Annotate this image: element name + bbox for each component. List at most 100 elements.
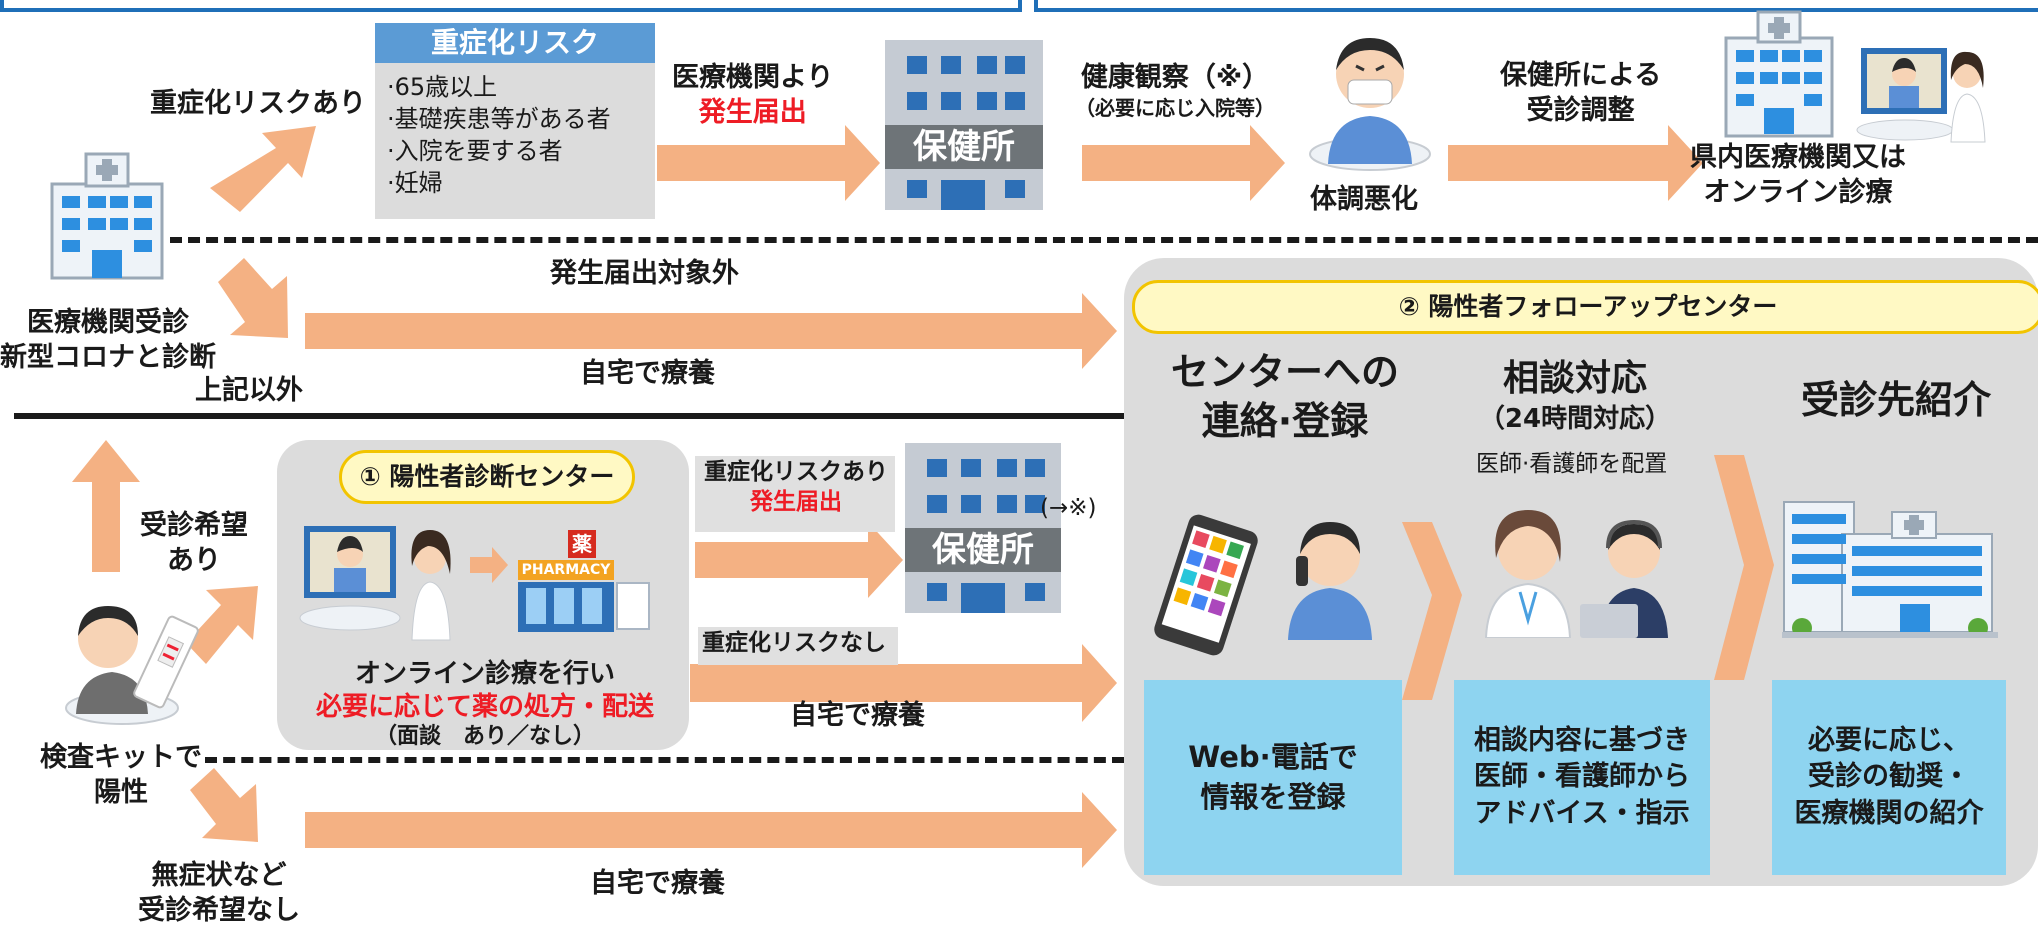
arrow-kit-down	[190, 768, 258, 842]
pharmacy-icon: 薬 PHARMACY	[518, 530, 650, 634]
arrow-kit-to-center1	[186, 586, 258, 664]
risk-yes-mid: 重症化リスクあり	[704, 459, 888, 485]
kit-label: 検査キットで 陽性	[40, 740, 202, 810]
arrow-center1-to-hokenjo	[695, 522, 903, 598]
report-mid: 発生届出	[750, 488, 842, 515]
health-center-building-mid-icon: 保健所	[905, 443, 1061, 613]
top-left-frame	[0, 0, 1022, 12]
risk-box-list: ·65歳以上 ·基礎疾患等がある者 ·入院を要する者 ·妊婦	[375, 63, 655, 199]
consult-line1: 相談内容に基づき	[1474, 724, 1690, 756]
diagnosis-center-desc: オンライン診療を行い 必要に応じて薬の処方・配送 （面談 あり／なし）	[300, 658, 670, 751]
online-consult-icon	[299, 526, 451, 641]
smartphone-icon	[1154, 514, 1258, 656]
chevron-1	[1402, 522, 1462, 700]
risk-no-bg	[698, 627, 898, 665]
col2-line1: 相談対応	[1502, 358, 1647, 399]
home-label-2: 自宅で療養	[790, 700, 925, 731]
arrow-clinic-down	[218, 258, 288, 338]
online-doctor-icon	[1856, 48, 1986, 143]
divider-dashed-bottom	[205, 757, 1124, 763]
hospital-icon	[1724, 10, 1834, 138]
report-from-clinic: 医療機関より	[672, 62, 834, 93]
col1-title: センターへの 連絡·登録	[1160, 348, 1410, 447]
destination-line2: オンライン診療	[1703, 177, 1893, 209]
arrow-report-top	[657, 125, 880, 201]
health-center-sign-mid: 保健所	[905, 528, 1061, 572]
destination-line1: 県内医療機関又は	[1690, 142, 1906, 173]
health-center-sign: 保健所	[885, 125, 1043, 169]
risk-yes-mid-bg	[695, 456, 895, 532]
want-label: 受診希望 あり	[140, 508, 248, 578]
col1-line1: センターへの	[1170, 350, 1399, 394]
risk-item: ·基礎疾患等がある者	[387, 105, 611, 133]
doctor-icon	[1484, 510, 1572, 638]
register-line2: 情報を登録	[1200, 779, 1346, 814]
col2-sub: 医師·看護師を配置	[1476, 451, 1668, 477]
divider-solid-middle	[14, 413, 1124, 419]
observe-text: 健康観察（※）	[1080, 62, 1270, 93]
health-center-building-icon: 保健所	[885, 40, 1043, 210]
coordination-line2: 受診調整	[1526, 95, 1635, 127]
coordination-line1: 保健所による	[1500, 60, 1662, 91]
col3-title: 受診先紹介	[1800, 378, 1991, 422]
other-label: 上記以外	[195, 375, 303, 406]
col1-line2: 連絡·登録	[1201, 399, 1369, 444]
register-box: Web·電話で 情報を登録	[1144, 680, 1402, 875]
arrow-coordination	[1448, 125, 1703, 201]
worse-label: 体調悪化	[1310, 184, 1418, 215]
referral-box: 必要に応じ、 受診の勧奨・ 医療機関の紹介	[1772, 680, 2006, 875]
operator-icon	[1580, 519, 1668, 638]
no-symptom-label: 無症状など 受診希望なし	[138, 858, 300, 928]
want-line1: 受診希望	[140, 510, 248, 541]
small-arrow-to-pharmacy	[470, 547, 508, 583]
divider-dashed-top	[170, 237, 2038, 243]
referral-line1: 必要に応じ、	[1808, 724, 1970, 756]
want-line2: あり	[167, 545, 221, 577]
referral-line2: 受診の勧奨・	[1808, 761, 1970, 793]
risk-item: ·65歳以上	[387, 73, 498, 101]
kit-line1: 検査キットで	[40, 742, 202, 773]
arrow-clinic-to-risk	[210, 126, 316, 212]
top-right-frame	[1034, 0, 2038, 12]
reference-mark: (→※)	[1040, 495, 1097, 521]
register-line1: Web·電話で	[1188, 740, 1358, 775]
arrow-home-2	[690, 644, 1117, 722]
desc-line3: （面談 あり／なし）	[374, 724, 595, 749]
clinic-icon	[50, 152, 164, 280]
arrow-kit-up	[72, 440, 140, 572]
not-target-label: 発生届出対象外	[550, 258, 739, 289]
coordination-label: 保健所による 受診調整	[1500, 58, 1661, 128]
diagnosis-center-title: ① 陽性者診断センター	[339, 450, 635, 504]
observe-label: 健康観察（※） （必要に応じ入院等）	[1075, 60, 1275, 121]
risk-yes-mid-label: 重症化リスクあり 発生届出	[698, 458, 894, 518]
kit-line2: 陽性	[94, 777, 148, 809]
observe-sub: （必要に応じ入院等）	[1075, 96, 1275, 121]
risk-box: 重症化リスク ·65歳以上 ·基礎疾患等がある者 ·入院を要する者 ·妊婦	[375, 23, 655, 219]
consult-box: 相談内容に基づき 医師・看護師から アドバイス・指示	[1454, 680, 1710, 875]
risk-no-label: 重症化リスクなし	[702, 630, 886, 656]
followup-center-title: ② 陽性者フォローアップセンター	[1132, 280, 2038, 334]
arrow-observe	[1082, 125, 1285, 201]
sick-person-icon	[1309, 38, 1431, 171]
pharmacy-sign: PHARMACY	[518, 560, 614, 580]
chevron-2	[1714, 455, 1774, 680]
consult-line2: 医師・看護師から	[1474, 761, 1690, 793]
report-label-top: 発生届出	[698, 97, 807, 129]
no-symptom-line2: 受診希望なし	[138, 895, 300, 927]
risk-item: ·入院を要する者	[387, 137, 563, 165]
desc-line2: 必要に応じて薬の処方・配送	[315, 691, 654, 722]
no-symptom-line1: 無症状など	[151, 860, 287, 891]
home-label-1: 自宅で療養	[580, 358, 715, 389]
arrow-home-3	[305, 792, 1117, 868]
clinic-line2: 新型コロナと診断	[0, 342, 216, 374]
caller-person-icon	[1288, 522, 1372, 640]
clinic-line1: 医療機関受診	[27, 307, 189, 338]
arrow-home-1	[305, 293, 1117, 369]
col2-title: 相談対応 （24時間対応）	[1450, 356, 1700, 437]
report-from-clinic-label: 医療機関より 発生届出	[672, 60, 833, 130]
risk-box-title: 重症化リスク	[375, 23, 655, 63]
referral-line3: 医療機関の紹介	[1794, 797, 1984, 829]
consult-line3: アドバイス・指示	[1474, 797, 1690, 829]
risk-item: ·妊婦	[387, 169, 443, 197]
desc-line1: オンライン診療を行い	[354, 659, 615, 689]
